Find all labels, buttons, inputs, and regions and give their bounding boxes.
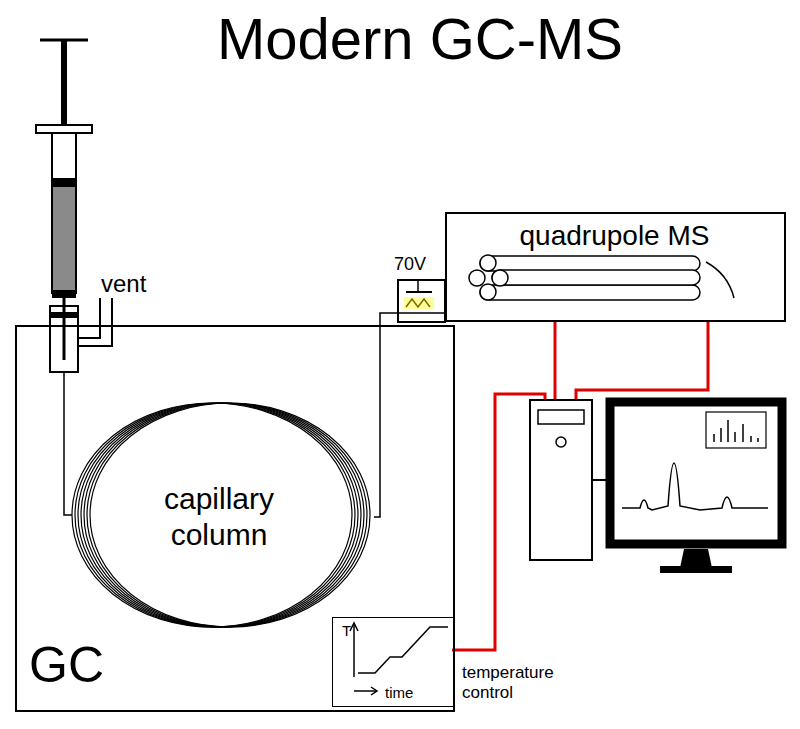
capillary-column: capillary column: [64, 402, 374, 632]
connector-line: [374, 313, 445, 517]
voltage-label: 70V: [394, 254, 426, 275]
quadrupole-ms: quadrupole MS: [445, 212, 786, 322]
injector: [50, 306, 78, 372]
node-text: capillary column: [124, 481, 314, 553]
ion-source: [398, 280, 445, 322]
monitor-stand: [680, 549, 712, 568]
vent-label: vent: [101, 270, 146, 298]
detector: [706, 262, 734, 298]
node-text: time: [385, 684, 413, 701]
temperature-control-label: temperature control: [462, 663, 574, 704]
node-text: quadrupole MS: [447, 220, 782, 252]
monitor: [610, 402, 782, 544]
syringe-tip: [52, 290, 76, 298]
vent-pipe: [78, 298, 112, 346]
septum: [50, 312, 78, 318]
node-text: GC: [29, 637, 104, 695]
electrode-plate: [406, 291, 432, 293]
column-coil: [72, 403, 370, 627]
plunger-head: [52, 178, 76, 187]
spectrum-inset: [706, 412, 766, 448]
computer: [530, 400, 592, 560]
syringe-barrel: [52, 133, 76, 293]
quadrupole-rods: [469, 255, 700, 300]
monitor-cable: [592, 479, 606, 481]
node-text: T: [342, 622, 351, 639]
chromatogram: [622, 463, 768, 510]
diagram-title: Modern GC-MS: [150, 6, 690, 73]
gc-oven: GCcapillary columnTtime: [15, 325, 455, 712]
capillary-line: [374, 313, 445, 517]
filament: [406, 299, 430, 307]
needle: [63, 298, 66, 360]
syringe-flange: [36, 125, 92, 133]
syringe-liquid: [53, 186, 75, 290]
spectrum-bars: [714, 420, 758, 442]
temperature-box: Ttime: [332, 617, 454, 707]
column-inlet: [64, 372, 72, 515]
electrode-wire: [417, 280, 419, 292]
drive-slot: [538, 410, 584, 424]
filament-glow: [404, 297, 434, 309]
power-button: [556, 437, 566, 447]
monitor-base: [660, 566, 732, 573]
